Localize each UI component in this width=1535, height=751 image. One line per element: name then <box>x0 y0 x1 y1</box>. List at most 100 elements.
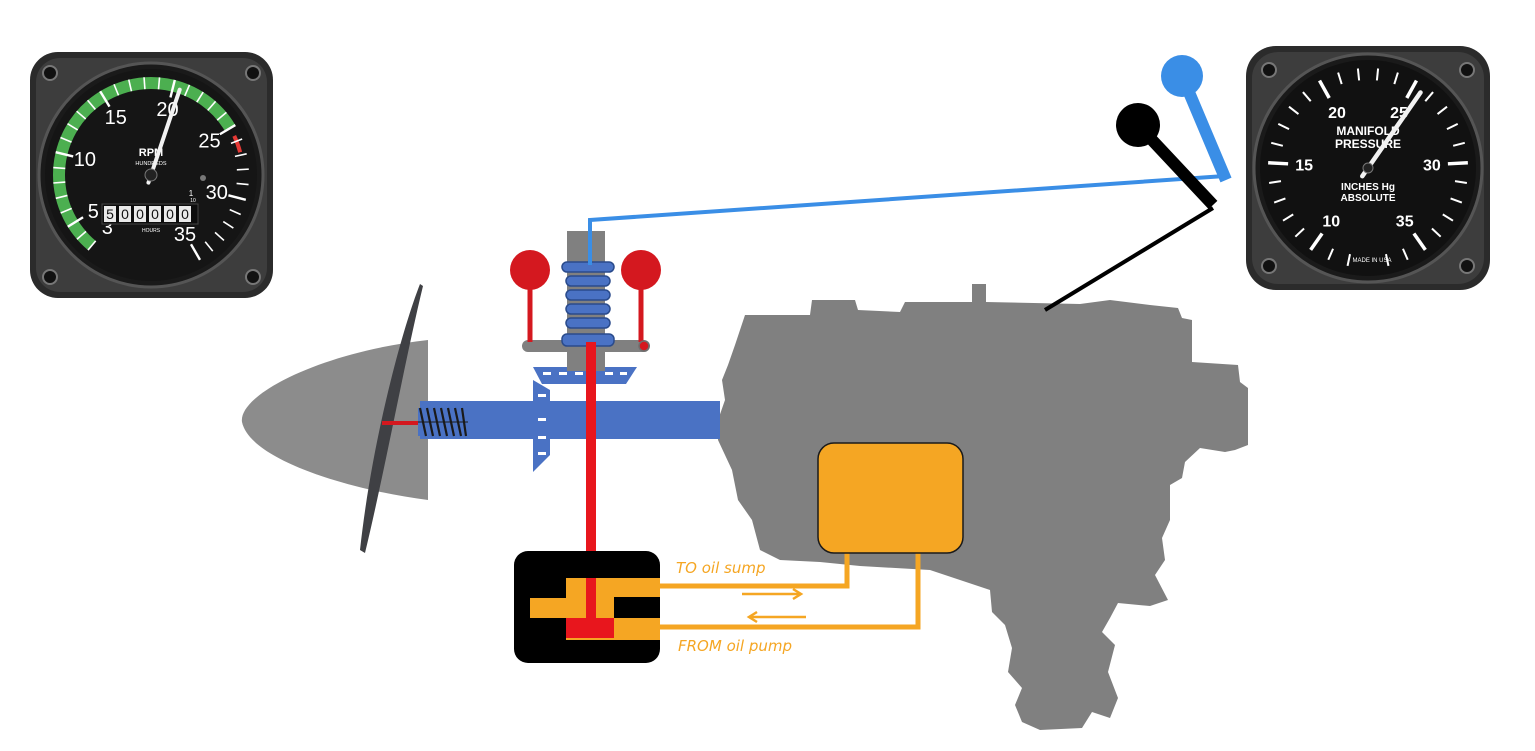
tachometer-tick <box>76 110 87 120</box>
hour-counter-digit: 5 <box>106 206 114 222</box>
tachometer-tick <box>76 230 87 240</box>
flow-arrow-to-sump <box>742 587 804 601</box>
hour-counter-digit: 0 <box>136 206 144 222</box>
manifold-tick <box>1282 213 1294 222</box>
tachometer-tick <box>60 136 72 143</box>
tachometer-tick <box>236 182 249 186</box>
manifold-tick <box>1270 141 1284 147</box>
pilot-valve-spool <box>566 618 614 638</box>
manifold-tick <box>1405 79 1419 99</box>
manifold-tick <box>1402 248 1409 261</box>
manifold-tick <box>1356 68 1361 81</box>
tachometer-tick <box>55 151 74 158</box>
bezel-screw-hole <box>1261 258 1277 274</box>
manifold-tick <box>1375 68 1380 81</box>
manifold-tick <box>1446 122 1459 131</box>
manifold-tick <box>1309 232 1324 251</box>
governor-drive-gear-vertical <box>533 380 550 472</box>
pitch-spring <box>418 407 468 437</box>
manifold-tick <box>1277 122 1290 131</box>
gear-teeth-horizontal <box>543 372 627 375</box>
manifold-tick <box>1436 105 1448 115</box>
tachometer-tick <box>53 181 66 184</box>
manifold-tick <box>1268 180 1282 184</box>
tachometer-subtitle: HUNDREDS <box>135 161 167 167</box>
manifold-tick <box>1450 197 1463 204</box>
tachometer-ticks <box>53 77 249 261</box>
throttle-lever[interactable] <box>1116 103 1218 210</box>
flow-arrow-from-pump <box>746 610 806 624</box>
manifold-tick <box>1424 91 1434 102</box>
oil-line-from-pump <box>660 548 921 630</box>
manifold-tick <box>1412 232 1427 251</box>
bezel-screw-hole <box>245 65 261 81</box>
tachometer-tick <box>236 168 249 171</box>
tachometer-tick <box>87 240 97 251</box>
tachometer-tick <box>207 100 217 111</box>
manifold-tick <box>1454 180 1468 184</box>
propeller-shaft <box>420 401 720 439</box>
tachometer-needle <box>146 87 182 185</box>
manifold-tick <box>1447 161 1468 166</box>
tachometer-tick <box>67 216 84 228</box>
manifold-scale-number: 35 <box>1396 213 1414 230</box>
bezel-screw-hole <box>42 269 58 285</box>
hour-counter-digit: 0 <box>166 206 174 222</box>
tachometer-scale-number: 5 <box>88 201 99 223</box>
manifold-needle <box>1360 90 1423 179</box>
manifold-scale-number: 30 <box>1423 158 1441 175</box>
tachometer-tick <box>113 83 120 96</box>
hour-counter-digit: 0 <box>121 206 129 222</box>
manifold-tick <box>1273 197 1286 204</box>
manifold-tick <box>1302 91 1312 102</box>
tachometer-tick <box>229 208 242 216</box>
propeller-control-lever[interactable] <box>1161 55 1232 183</box>
manifold-tick <box>1452 141 1466 147</box>
tachometer-tick <box>143 77 146 90</box>
hour-counter-digit-cell <box>104 206 116 222</box>
tachometer-tick <box>127 79 133 92</box>
manifold-tick <box>1317 79 1331 99</box>
hour-counter-fraction-bottom: 10 <box>190 198 196 204</box>
manifold-unit-line1: INCHES Hg <box>1341 182 1395 193</box>
manifold-title-line1: MANIFOLD <box>1336 124 1400 138</box>
manifold-maker: MADE IN USA <box>1352 258 1391 264</box>
tachometer-tick <box>169 79 176 98</box>
hour-counter-fraction-top: 1 <box>189 189 194 198</box>
tachometer-hub <box>144 168 158 182</box>
manifold-tick <box>1268 161 1289 166</box>
flyweight-right <box>621 250 661 352</box>
hour-counter-digit-cell <box>179 206 191 222</box>
tachometer-tick <box>184 84 191 97</box>
tachometer-tick <box>67 123 79 131</box>
tachometer-tick <box>230 138 243 145</box>
oil-label-from-pump: FROM oil pump <box>678 637 792 655</box>
manifold-scale-number: 10 <box>1322 213 1340 230</box>
tachometer-scale-number: 15 <box>105 107 127 129</box>
tachometer-tick <box>86 99 96 110</box>
engine-silhouette <box>718 284 1248 730</box>
propeller-blade <box>360 284 423 553</box>
tachometer-scale-number: 35 <box>174 224 196 246</box>
manifold-tick <box>1431 227 1442 238</box>
oil-sump-tank <box>817 442 964 554</box>
hour-counter-digit: 0 <box>181 206 189 222</box>
tachometer-tick <box>219 124 236 136</box>
flyweight-left <box>510 250 550 342</box>
tachometer-tick <box>189 243 202 261</box>
tachometer-tick <box>234 153 247 158</box>
manifold-tick <box>1393 72 1399 85</box>
manifold-scale-number: 20 <box>1328 105 1346 122</box>
manifold-title-line2: PRESSURE <box>1335 137 1401 151</box>
governor-drive-gear-horizontal <box>533 367 637 384</box>
manifold-scale-number: 15 <box>1295 158 1313 175</box>
bezel-screw-hole <box>1459 62 1475 78</box>
tachometer-redline <box>232 134 243 153</box>
tachometer-tick <box>60 207 73 214</box>
hour-counter-digit-cell <box>164 206 176 222</box>
gear-teeth-vertical <box>538 394 546 455</box>
throttle-linkage <box>1043 206 1215 312</box>
tachometer-scale-number: 30 <box>206 182 228 204</box>
